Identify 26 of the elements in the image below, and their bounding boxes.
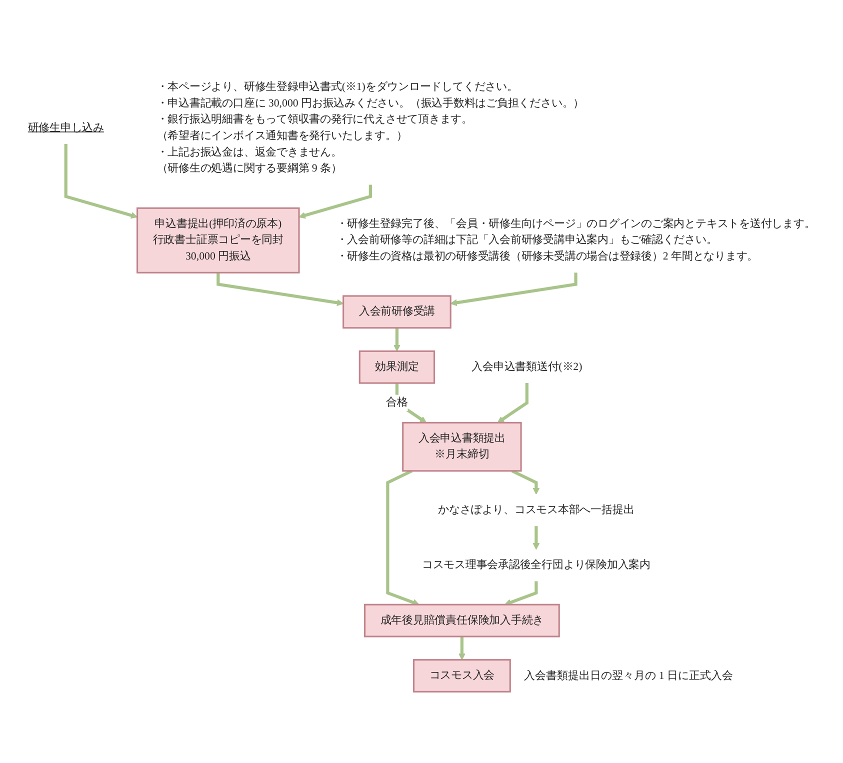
arrow bbox=[450, 272, 578, 306]
arrow bbox=[64, 144, 138, 219]
node-text: コスモス理事会承認後全行団より保険加入案内 bbox=[422, 560, 650, 572]
arrow bbox=[497, 383, 528, 424]
arrow bbox=[458, 636, 466, 660]
side-note: 入会書類提出日の翌々月の 1 日に正式入会 bbox=[524, 668, 733, 683]
node-box: 入会申込書類提出 ※月末締切 bbox=[402, 422, 522, 472]
node-text: ・研修生登録完了後、「会員・研修生向けページ」のログインのご案内とテキストを送付します。 ・入会前研修等の詳細は下記「入会前研修受講申込案内」もご確認ください。 ・研修生の資格は最初の研修受講後（研修未受講の場合は登録後）2 年間となります。 bbox=[336, 218, 816, 263]
node-box: 効果測定 bbox=[358, 350, 436, 384]
arrow bbox=[395, 383, 427, 424]
arrow bbox=[216, 272, 344, 306]
node-box: 申込書提出(押印済の原本) 行政書士証票コピーを同封 30,000 円振込 bbox=[136, 207, 300, 274]
node-text: かなさぽより、コスモス本部へ一括提出 bbox=[438, 504, 634, 516]
arrow bbox=[386, 470, 420, 606]
node-text: ・本ページより、研修生登録申込書式(※1)をダウンロードしてください。 ・申込書記載の口座に 30,000 円お振込みください。（振込手数料はご負担ください。） ・銀行振込明細書をもって領収書の発行に代えさせて頂きます。 （希望者にインボイス通知書を発行いたします。） ・上記お振込金は、返金できません。 （研修生の処遇に関する要綱第 9 条） bbox=[156, 81, 584, 175]
arrow bbox=[504, 581, 538, 606]
arrow bbox=[532, 526, 540, 550]
node-box: 成年後見賠償責任保険加入手続き bbox=[364, 604, 560, 638]
arrow bbox=[511, 470, 540, 495]
node-text: 入会申込書類送付(※2) bbox=[472, 361, 582, 373]
arrow bbox=[394, 328, 400, 352]
node-text: 研修生申し込み bbox=[28, 122, 104, 134]
edge-label: 合格 bbox=[386, 397, 408, 409]
node-box: コスモス入会 bbox=[412, 659, 511, 692]
arrow bbox=[298, 184, 372, 219]
node-box: 入会前研修受講 bbox=[342, 295, 452, 329]
